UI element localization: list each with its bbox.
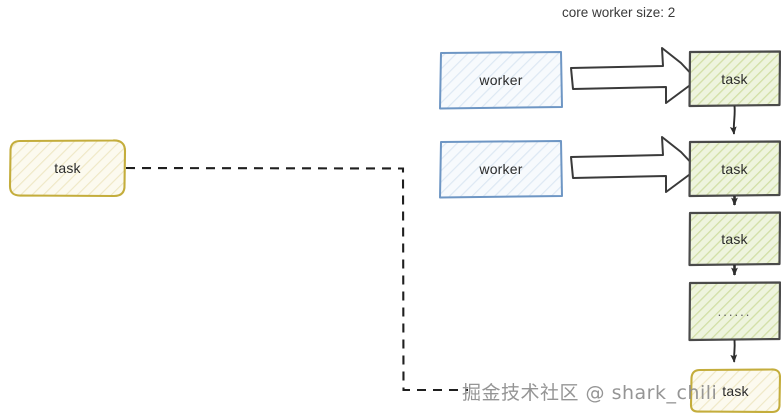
queue-task-box-1 xyxy=(688,50,781,108)
chart-title: core worker size: 2 xyxy=(562,5,676,20)
worker-box-2 xyxy=(439,140,563,199)
dispatch-arrow-1 xyxy=(570,47,698,104)
queue-task-box-5 xyxy=(689,368,781,414)
queue-arrow-4 xyxy=(730,339,738,363)
dispatch-arrow-2 xyxy=(570,136,698,193)
queue-task-box-2 xyxy=(688,140,781,198)
queue-arrow-1 xyxy=(729,105,737,135)
dashed-connector xyxy=(125,166,468,392)
queue-task-box-4 xyxy=(688,281,781,342)
queue-task-box-3 xyxy=(688,211,781,267)
watermark-text: 掘金技术社区 @ shark_chili xyxy=(462,382,718,404)
worker-box-1 xyxy=(439,51,563,110)
incoming-task-box xyxy=(8,139,127,198)
